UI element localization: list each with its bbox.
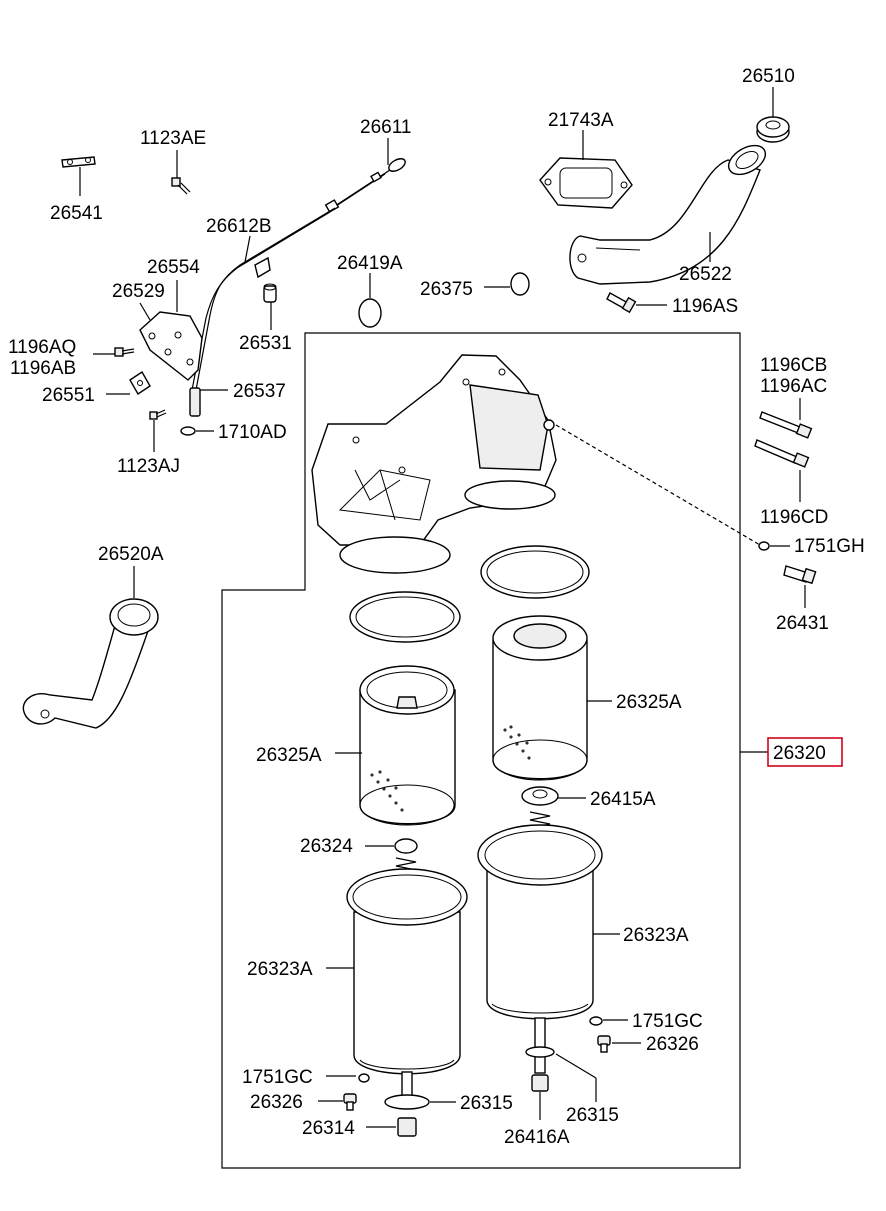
label-26554: 26554 xyxy=(147,257,200,278)
label-26325A-left: 26325A xyxy=(256,745,322,766)
washer-26415a-drawing xyxy=(521,786,559,806)
label-26537: 26537 xyxy=(233,381,286,402)
label-1751GC-right: 1751GC xyxy=(632,1011,703,1032)
label-26415A: 26415A xyxy=(590,789,656,810)
label-26522: 26522 xyxy=(679,264,732,285)
sensor-26431-drawing xyxy=(783,565,817,585)
label-1196AQ: 1196AQ xyxy=(8,337,76,358)
label-1751GC-left: 1751GC xyxy=(242,1067,313,1088)
label-26541: 26541 xyxy=(50,203,103,224)
label-26431: 26431 xyxy=(776,613,829,634)
label-26520A: 26520A xyxy=(98,544,164,565)
gasket-drawing xyxy=(539,157,633,209)
label-26323A-right: 26323A xyxy=(623,925,689,946)
label-26315-right: 26315 xyxy=(566,1105,619,1126)
ring-left-drawing xyxy=(349,591,461,643)
label-1196AB: 1196AB xyxy=(10,358,76,379)
filter-head-drawing xyxy=(311,354,557,574)
washer-1751gc-left-drawing xyxy=(358,1073,370,1083)
plug-26326-left-drawing xyxy=(343,1093,357,1111)
label-26325A-right: 26325A xyxy=(616,692,682,713)
oil-filler-pipe-drawing xyxy=(569,144,767,285)
bracket-drawing xyxy=(139,311,203,381)
washer-1751gc-right-drawing xyxy=(589,1016,603,1026)
oring-1710ad-drawing xyxy=(180,426,196,436)
filter-case-right-drawing xyxy=(477,824,603,1020)
label-26531: 26531 xyxy=(239,333,292,354)
assembly-boundary xyxy=(221,332,741,1169)
label-1123AJ: 1123AJ xyxy=(117,456,180,477)
bolt-1196as-drawing xyxy=(606,292,637,314)
label-1196CB: 1196CB xyxy=(760,355,827,376)
label-26529: 26529 xyxy=(112,281,165,302)
bolt-1196aq-drawing xyxy=(114,347,135,357)
label-26375: 26375 xyxy=(420,279,473,300)
label-1196CD: 1196CD xyxy=(760,507,828,528)
label-26323A-left: 26323A xyxy=(247,959,313,980)
screw-1123aj-drawing xyxy=(149,409,167,420)
label-26314: 26314 xyxy=(302,1118,355,1139)
label-1196AS: 1196AS xyxy=(672,296,738,317)
clip-26541-drawing xyxy=(61,156,96,168)
label-21743A: 21743A xyxy=(548,110,614,131)
oil-filler-cap-drawing xyxy=(756,116,790,143)
drain-bolt-right-drawing xyxy=(525,1017,555,1092)
filter-case-left-drawing xyxy=(346,868,468,1075)
label-26320: 26320 xyxy=(773,743,826,764)
label-26612B: 26612B xyxy=(206,216,272,237)
label-26416A: 26416A xyxy=(504,1127,570,1148)
oring-26419a-drawing xyxy=(358,298,382,328)
highlight-box xyxy=(767,737,843,767)
label-26510: 26510 xyxy=(742,66,795,87)
grommet-26531-drawing xyxy=(263,283,277,303)
plate-26551-drawing xyxy=(129,371,151,395)
label-26326-left: 26326 xyxy=(250,1092,303,1113)
label-1710AD: 1710AD xyxy=(218,422,287,443)
washer-1751gh-drawing xyxy=(758,541,770,551)
label-26551: 26551 xyxy=(42,385,95,406)
filter-element-left-drawing xyxy=(359,665,456,826)
screw-1123ae-drawing xyxy=(171,177,191,195)
label-26315-left: 26315 xyxy=(460,1093,513,1114)
filter-element-right-drawing xyxy=(492,615,588,781)
label-1196AC: 1196AC xyxy=(760,376,827,397)
dipstick-drawing xyxy=(189,158,406,417)
label-1751GH: 1751GH xyxy=(794,536,865,557)
oring-26375-drawing xyxy=(510,272,530,296)
label-1123AE: 1123AE xyxy=(140,128,206,149)
washer-26324-drawing xyxy=(394,838,418,854)
label-26324: 26324 xyxy=(300,836,353,857)
label-26611: 26611 xyxy=(360,117,411,138)
drain-bolt-left-drawing xyxy=(384,1071,430,1137)
label-26419A: 26419A xyxy=(337,253,403,274)
bolts-1196cb-drawing xyxy=(754,411,813,468)
pipe-26520a-drawing xyxy=(22,598,159,729)
ring-right-drawing xyxy=(480,545,590,599)
plug-26326-right-drawing xyxy=(597,1035,611,1053)
label-26326-right: 26326 xyxy=(646,1034,699,1055)
